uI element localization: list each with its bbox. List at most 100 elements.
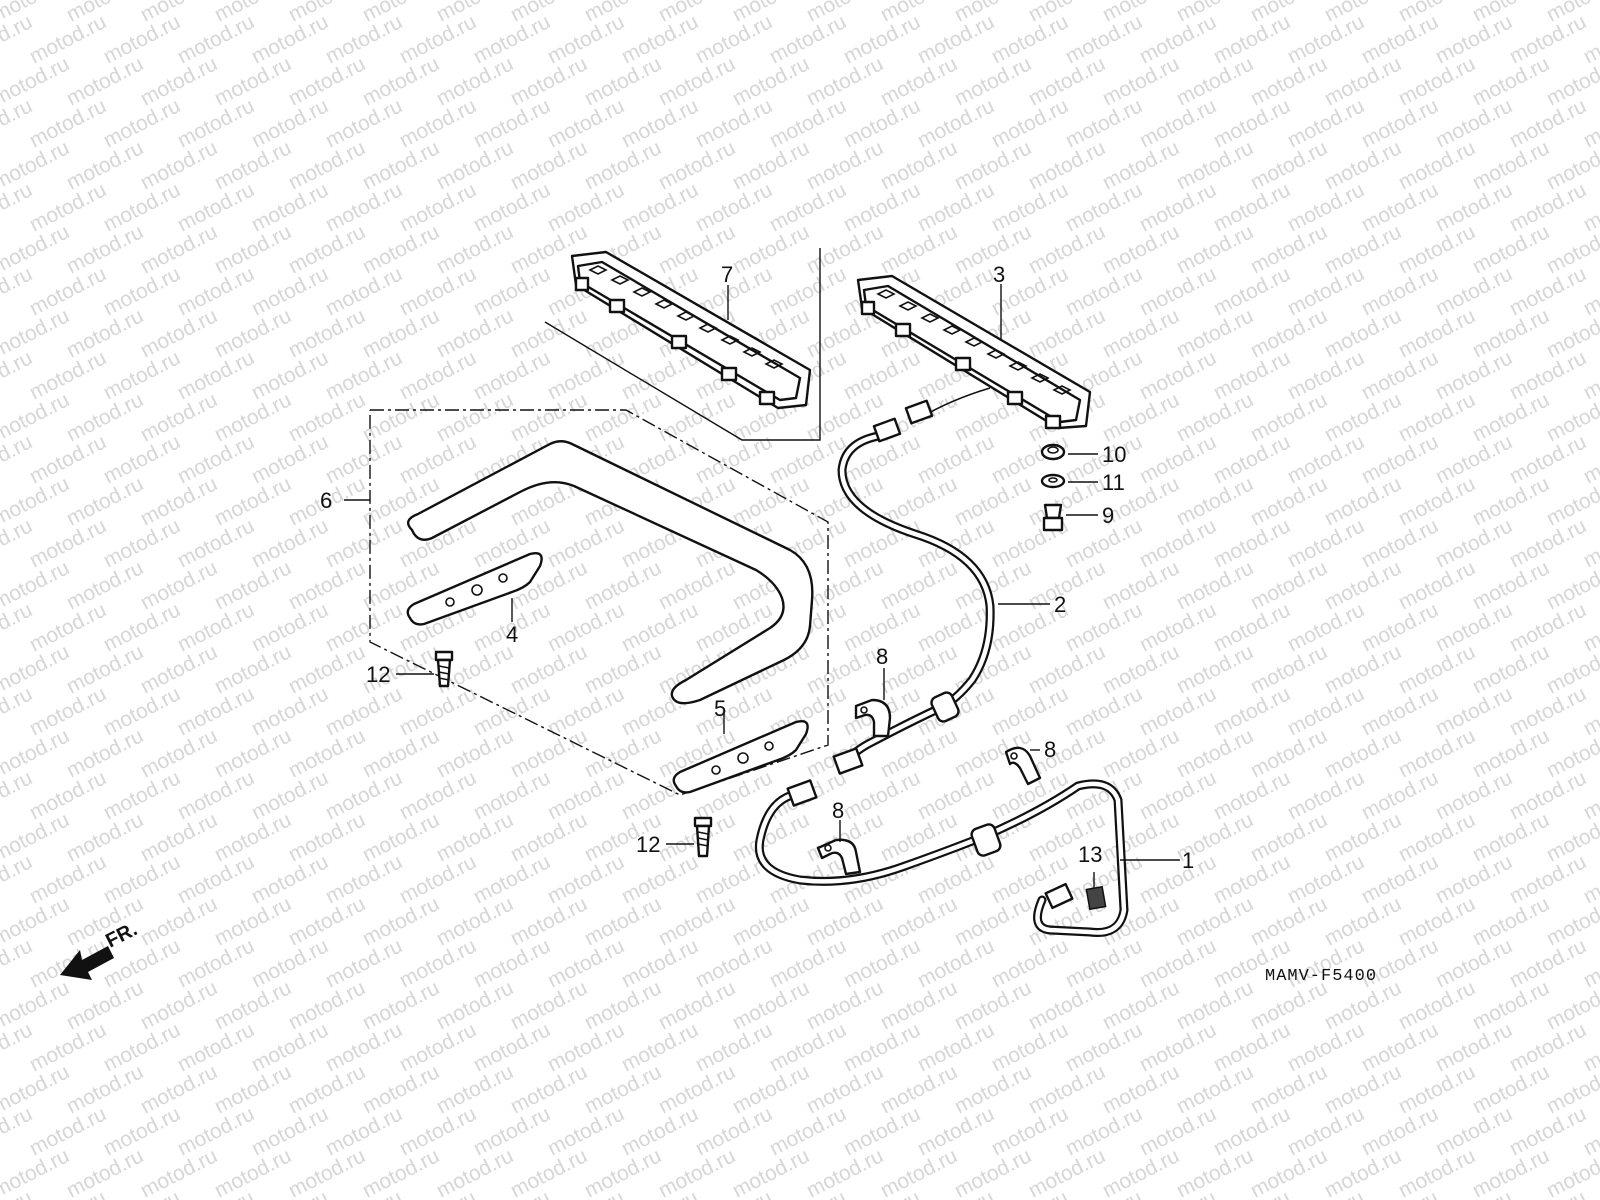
watermark-text: motod.ru [655, 1144, 739, 1200]
watermark-text: motod.ru [322, 682, 406, 740]
watermark-text: motod.ru [1247, 808, 1331, 866]
watermark-text: motod.ru [803, 976, 887, 1034]
part-3-brake-light [856, 274, 1092, 430]
watermark-text: motod.ru [26, 430, 110, 488]
watermark-text: motod.ru [248, 1102, 332, 1160]
watermark-text: motod.ru [322, 178, 406, 236]
watermark-text: motod.ru [1099, 1144, 1183, 1200]
watermark-text: motod.ru [174, 850, 258, 908]
watermark-text: motod.ru [655, 1060, 739, 1118]
watermark-text: motod.ru [618, 598, 702, 656]
watermark-text: motod.ru [1469, 724, 1553, 782]
watermark-text: motod.ru [1025, 136, 1109, 194]
watermark-text: motod.ru [285, 556, 369, 614]
watermark-text: motod.ru [322, 94, 406, 152]
watermark-text: motod.ru [1395, 556, 1479, 614]
watermark-text: motod.ru [1247, 52, 1331, 110]
watermark-text: motod.ru [1506, 1018, 1590, 1076]
watermark-text: motod.ru [211, 52, 295, 110]
watermark-text: motod.ru [211, 724, 295, 782]
watermark-text: motod.ru [1025, 304, 1109, 362]
watermark-text: motod.ru [1025, 1060, 1109, 1118]
watermark-text: motod.ru [1062, 682, 1146, 740]
watermark-text: motod.ru [951, 136, 1035, 194]
watermark-text: motod.ru [470, 1102, 554, 1160]
watermark-text: motod.ru [1284, 850, 1368, 908]
watermark-text: motod.ru [988, 1018, 1072, 1076]
watermark-text: motod.ru [174, 94, 258, 152]
watermark-text: motod.ru [1358, 1102, 1442, 1160]
watermark-text: motod.ru [174, 1018, 258, 1076]
watermark-text: motod.ru [1173, 136, 1257, 194]
watermark-text: motod.ru [655, 556, 739, 614]
watermark-text: motod.ru [1247, 556, 1331, 614]
watermark-text: motod.ru [914, 766, 998, 824]
watermark-text: motod.ru [248, 10, 332, 68]
watermark-text: motod.ru [1469, 640, 1553, 698]
watermark-text: motod.ru [433, 1060, 517, 1118]
watermark-text: motod.ru [877, 136, 961, 194]
part-7-brake-light [570, 250, 812, 410]
watermark-text: motod.ru [1284, 262, 1368, 320]
part-2-wire-harness [832, 387, 995, 775]
part-1-wire-harness [754, 779, 1129, 938]
watermark-text: motod.ru [914, 94, 998, 152]
watermark-text: motod.ru [248, 262, 332, 320]
watermark-text: motod.ru [914, 514, 998, 572]
watermark-text: motod.ru [63, 220, 147, 278]
watermark-text: motod.ru [618, 1102, 702, 1160]
watermark-text: motod.ru [581, 1060, 665, 1118]
watermark-text: motod.ru [1321, 388, 1405, 446]
watermark-text: motod.ru [1284, 346, 1368, 404]
watermark-text: motod.ru [396, 1018, 480, 1076]
watermark-text: motod.ru [1136, 1018, 1220, 1076]
watermark-text: motod.ru [322, 10, 406, 68]
watermark-text: motod.ru [1099, 136, 1183, 194]
watermark-text: motod.ru [248, 430, 332, 488]
watermark-text: motod.ru [988, 682, 1072, 740]
watermark-text: motod.ru [359, 52, 443, 110]
watermark-text: motod.ru [581, 136, 665, 194]
watermark-text: motod.ru [655, 388, 739, 446]
watermark-text: motod.ru [1284, 178, 1368, 236]
callout-1: 1 [1182, 848, 1194, 873]
assembly-outline-6 [369, 409, 829, 796]
watermark-text: motod.ru [581, 556, 665, 614]
watermark-text: motod.ru [285, 136, 369, 194]
watermark-text: motod.ru [137, 976, 221, 1034]
watermark-text: motod.ru [211, 220, 295, 278]
watermark-text: motod.ru [322, 430, 406, 488]
watermark-text: motod.ru [322, 1102, 406, 1160]
watermark-text: motod.ru [655, 892, 739, 950]
watermark-text: motod.ru [507, 1144, 591, 1200]
watermark-text: motod.ru [174, 262, 258, 320]
watermark-text: motod.ru [1062, 94, 1146, 152]
callout-8-upper: 8 [876, 644, 888, 669]
watermark-text: motod.ru [248, 1018, 332, 1076]
watermark-text: motod.ru [1284, 598, 1368, 656]
watermark-text: motod.ru [766, 1018, 850, 1076]
watermark-text: motod.ru [63, 892, 147, 950]
watermark-text: motod.ru [1395, 640, 1479, 698]
watermark-text: motod.ru [63, 136, 147, 194]
watermark-text: motod.ru [840, 766, 924, 824]
watermark-text: motod.ru [1210, 10, 1294, 68]
watermark-text: motod.ru [359, 976, 443, 1034]
watermark-text: motod.ru [1469, 556, 1553, 614]
watermark-text: motod.ru [1321, 1144, 1405, 1200]
watermark-text: motod.ru [581, 640, 665, 698]
watermark-text: motod.ru [1284, 430, 1368, 488]
watermark-text: motod.ru [951, 1060, 1035, 1118]
watermark-text: motod.ru [1469, 136, 1553, 194]
watermark-text: motod.ru [1173, 388, 1257, 446]
watermark-text: motod.ru [1025, 52, 1109, 110]
watermark-text: motod.ru [1025, 472, 1109, 530]
part-6-garnish [406, 440, 814, 705]
watermark-text: motod.ru [211, 556, 295, 614]
watermark-text: motod.ru [396, 262, 480, 320]
watermark-text: motod.ru [174, 10, 258, 68]
watermark-text: motod.ru [618, 94, 702, 152]
watermark-text: motod.ru [248, 766, 332, 824]
watermark-text: motod.ru [1358, 178, 1442, 236]
watermark-text: motod.ru [507, 808, 591, 866]
